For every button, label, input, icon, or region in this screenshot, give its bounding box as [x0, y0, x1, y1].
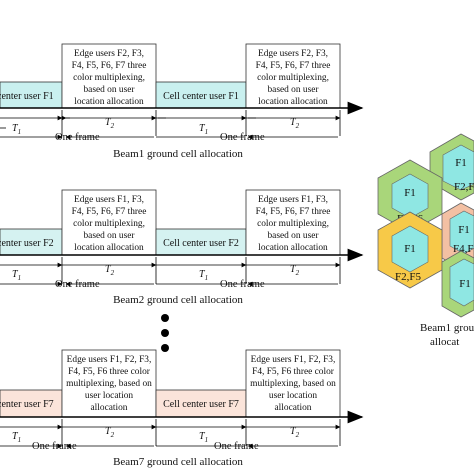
beam1-edge-a-line4: based on user: [83, 85, 135, 95]
beam1-t1-a: T1: [12, 123, 21, 136]
beam1-row: center user F1 Edge users F2, F3, F4, F5…: [0, 43, 364, 160]
hex-label-left-lower-edge: F2,F5: [395, 271, 421, 283]
beam7-edge-a-line4: user location: [85, 391, 133, 401]
beam7-edge-b-line3: multiplexing, based on: [250, 379, 336, 389]
beam2-frame-b: One frame: [220, 279, 265, 290]
ellipsis-dots: [161, 314, 169, 352]
beam1-edge-b-line3: color multiplexing,: [257, 73, 329, 83]
beam1-edge-a-line5: location allocation: [74, 97, 144, 107]
beam7-center-label-a: center user F7: [0, 399, 54, 410]
beam2-t2-a: T2: [105, 264, 115, 277]
beam7-frame-a: One frame: [32, 441, 77, 452]
beam7-t2-a: T2: [105, 426, 115, 439]
beam1-edge-cell-b: [245, 43, 341, 109]
beam1-frame-a: One frame: [55, 132, 100, 143]
beam7-t2-b: T2: [290, 426, 300, 439]
beam2-t1-a: T1: [12, 269, 21, 282]
hex-label-right-middle: F1: [458, 224, 470, 236]
hex-inner-top: [442, 144, 474, 191]
beam2-edge-b-line3: color multiplexing,: [257, 219, 329, 229]
beam2-edge-a-line2: F4, F5, F6, F7 three: [72, 207, 147, 217]
beam2-frame-a: One frame: [55, 279, 100, 290]
hex-inner-left-upper: [391, 173, 429, 219]
hex-label-top-edge: F2,F5: [454, 181, 474, 193]
beam1-caption: Beam1 ground cell allocation: [113, 148, 243, 160]
beam2-edge-b-line1: Edge users F1, F3,: [258, 195, 328, 205]
beam7-edge-cell-a: [61, 349, 157, 418]
beam2-t1-b: T1: [199, 269, 208, 282]
beam2-edge-a-line4: based on user: [83, 231, 135, 241]
beam1-t1-b: T1: [199, 123, 208, 136]
beam7-frame-b: One frame: [214, 441, 259, 452]
beam2-center-label-a: center user F2: [0, 238, 54, 249]
beam7-center-cell-a: [0, 389, 63, 418]
beam2-edge-b-line5: location allocation: [258, 243, 328, 253]
hex-label-right-middle-edge: F4,F5: [453, 243, 474, 255]
beam2-edge-a-line5: location allocation: [74, 243, 144, 253]
beam1-edge-a-line3: color multiplexing,: [73, 73, 145, 83]
beam7-t1-a: T1: [12, 431, 21, 444]
beam1-edge-a-line1: Edge users F2, F3,: [74, 49, 144, 59]
beam2-edge-a-line3: color multiplexing,: [73, 219, 145, 229]
beam2-edge-cell-b: [245, 189, 341, 256]
hex-label-left-lower: F1: [404, 243, 416, 255]
beam7-edge-a-line5: allocation: [91, 403, 128, 413]
hex-caption-line2: allocat: [430, 336, 459, 348]
beam2-edge-b-line2: F4, F5, F6, F7 three: [256, 207, 331, 217]
beam7-edge-cell-b: [245, 349, 341, 418]
beam2-edge-b-line4: based on user: [267, 231, 319, 241]
hex-label-top: F1: [455, 157, 467, 169]
beam7-edge-b-line4: user location: [269, 391, 317, 401]
beam7-row: center user F7 Edge users F1, F2, F3, F4…: [0, 349, 364, 468]
beam2-edge-cell-a: [61, 189, 157, 256]
beam1-t2-b: T2: [290, 117, 300, 130]
beam2-t2-b: T2: [290, 264, 300, 277]
beam7-caption: Beam7 ground cell allocation: [113, 456, 243, 468]
beam7-edge-b-line5: allocation: [275, 403, 312, 413]
beam1-t2-a: T2: [105, 117, 115, 130]
hex-inner-right-middle: [449, 210, 474, 255]
beam2-row: center user F2 Edge users F1, F3, F4, F5…: [0, 189, 364, 306]
beam7-edge-a-line2: F4, F5, F6 three color: [68, 367, 151, 377]
hex-label-right-lower: F1: [459, 278, 471, 290]
hex-cell-map: F1 F2,F5 F1 F3,F6 F1 F4,F5 F1 F2,F5 F1 B…: [377, 133, 474, 348]
beam1-edge-a-line2: F4, F5, F6, F7 three: [72, 61, 147, 71]
beam2-caption: Beam2 ground cell allocation: [113, 294, 243, 306]
beam7-t1-b: T1: [199, 431, 208, 444]
beam2-edge-a-line1: Edge users F1, F3,: [74, 195, 144, 205]
beam1-frame-b: One frame: [220, 132, 265, 143]
beam2-center-label-b: Cell center user F2: [163, 238, 239, 249]
beam1-center-label-b: Cell center user F1: [163, 91, 239, 102]
beam7-edge-b-line1: Edge users F1, F2, F3,: [251, 355, 336, 365]
beam1-edge-cell-a: [61, 43, 157, 109]
beam7-center-cell-b: [155, 389, 247, 418]
beam7-center-label-b: Cell center user F7: [163, 399, 239, 410]
hex-label-left-upper: F1: [404, 187, 416, 199]
beam1-edge-b-line2: F4, F5, F6, F7 three: [256, 61, 331, 71]
beam1-edge-b-line4: based on user: [267, 85, 319, 95]
beam7-edge-a-line1: Edge users F1, F2, F3,: [67, 355, 152, 365]
beam1-center-label-a: center user F1: [0, 91, 54, 102]
beam1-edge-b-line5: location allocation: [258, 97, 328, 107]
beam1-edge-b-line1: Edge users F2, F3,: [258, 49, 328, 59]
beam7-edge-a-line3: multiplexing, based on: [66, 379, 152, 389]
hex-inner-left-lower: [391, 225, 429, 273]
hex-caption-line1: Beam1 groun: [420, 322, 474, 334]
hex-inner-right-lower: [449, 258, 474, 307]
beam7-edge-b-line2: F4, F5, F6 three color: [252, 367, 335, 377]
